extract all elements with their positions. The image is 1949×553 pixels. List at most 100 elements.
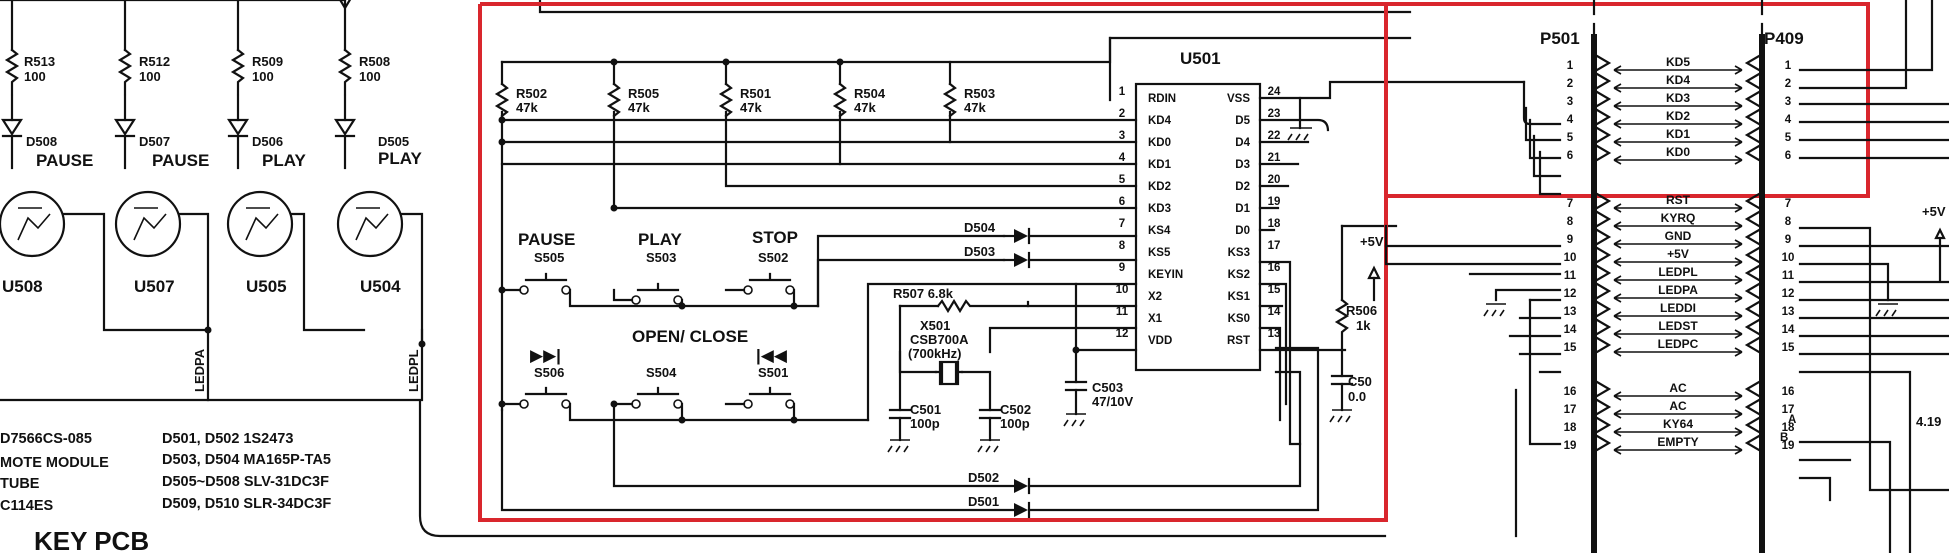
ic-pin-name: X2 <box>1148 291 1162 303</box>
led-diode-ref: D508 <box>26 134 57 149</box>
signal-label: KD0 <box>1666 145 1690 159</box>
signal-label: KD3 <box>1666 91 1690 105</box>
part-label: (700kHz) <box>908 346 961 361</box>
connector-contact <box>1744 228 1761 246</box>
connector-contact <box>1595 210 1612 228</box>
ic-pin-list: 1RDIN2KD43KD04KD15KD26KD37KS48KS59KEYIN1… <box>1116 86 1281 347</box>
note-line: D503, D504 MA165P-TA5 <box>162 452 331 468</box>
signal-label: KD4 <box>1666 73 1690 87</box>
ic-pin-name: D3 <box>1235 159 1250 171</box>
connector-contact <box>1595 72 1612 90</box>
connector-pin-number: 19 <box>1564 440 1577 452</box>
signal-arrow <box>1613 137 1743 147</box>
connector-pin-number: 15 <box>1564 342 1577 354</box>
connector-contact <box>1595 144 1612 162</box>
connector-pin-number: 3 <box>1567 96 1573 108</box>
ic-pin-number: 1 <box>1119 86 1126 98</box>
resistor-icon <box>494 82 958 118</box>
signal-arrow <box>1613 329 1743 339</box>
led-resistor-ref: R508 <box>359 54 390 69</box>
signal-arrow <box>1613 221 1743 231</box>
led-resistor-ref: R513 <box>24 54 55 69</box>
part-label: X501 <box>920 318 950 333</box>
connector-pin-number: 10 <box>1564 252 1577 264</box>
connector-name: P409 <box>1764 29 1804 48</box>
ic-pin-number: 22 <box>1268 130 1281 142</box>
ic-pin-number: 9 <box>1119 262 1125 274</box>
vfd-tube-ref: U508 <box>2 277 43 296</box>
signal-label: +5V <box>1667 247 1689 261</box>
connector-contact <box>1595 380 1612 398</box>
vfd-tube-ref: U507 <box>134 277 175 296</box>
connector-contact <box>1595 246 1612 264</box>
connector-pin-number: 14 <box>1782 324 1795 336</box>
led-diode-ref: D505 <box>378 134 409 149</box>
connector-contact <box>1744 282 1761 300</box>
ic-pin-name: KS0 <box>1228 313 1250 325</box>
ic-pin-number: 17 <box>1268 240 1281 252</box>
part-label: 100p <box>1000 416 1030 431</box>
ic-pin-name: D0 <box>1235 225 1250 237</box>
ic-pin-number: 3 <box>1119 130 1125 142</box>
part-label: C501 <box>910 402 941 417</box>
signal-label: AC <box>1669 399 1687 413</box>
ic-pin-name: KD0 <box>1148 137 1171 149</box>
switch-icon <box>519 272 795 409</box>
supply-label: +5V <box>1922 204 1946 219</box>
connector-contact <box>1595 300 1612 318</box>
ic-pin-name: D2 <box>1235 181 1250 193</box>
led-resistor-ref: R509 <box>252 54 283 69</box>
ic-u501-body <box>1134 82 1262 372</box>
ic-pin-name: RDIN <box>1148 93 1176 105</box>
ic-pin-number: 16 <box>1268 262 1281 274</box>
signal-arrow <box>1613 239 1743 249</box>
connector-pin-number: 4 <box>1567 114 1574 126</box>
connector-pin-number: 7 <box>1567 198 1573 210</box>
connector-contact <box>1744 264 1761 282</box>
led-resistor-value: 100 <box>359 69 381 84</box>
connector-contact <box>1595 416 1612 434</box>
ic-pin-number: 2 <box>1119 108 1125 120</box>
part-label: C50 <box>1348 374 1372 389</box>
signal-label: EMPTY <box>1657 435 1698 449</box>
pullup-value: 47k <box>854 100 876 115</box>
led-section: R513 100 R512 100 R509 100 R508 100 D508… <box>0 0 1387 553</box>
ic-pin-name: VSS <box>1227 93 1250 105</box>
vfd-tube-ref: U505 <box>246 277 287 296</box>
part-label: R506 <box>1346 303 1377 318</box>
key-matrix: R502 47k R505 47k R501 47k R504 47k R503… <box>494 0 1526 519</box>
led-resistor-value: 100 <box>139 69 161 84</box>
connector-pin-number: 1 <box>1785 60 1792 72</box>
ic-pin-number: 18 <box>1268 218 1281 230</box>
connector-pin-number: 5 <box>1567 132 1574 144</box>
connector-pin-number: 3 <box>1785 96 1791 108</box>
diode-ref: D503 <box>964 244 995 259</box>
pullup-ref: R503 <box>964 86 995 101</box>
ic-pin-name: KD3 <box>1148 203 1171 215</box>
switch-func-label: |◀◀ <box>756 346 788 365</box>
ic-pin-number: 7 <box>1119 218 1125 230</box>
connector-pin-number: 6 <box>1785 150 1791 162</box>
connector-pin-number: 14 <box>1564 324 1577 336</box>
signal-label: RST <box>1666 193 1691 207</box>
connector-pin-number: 9 <box>1567 234 1573 246</box>
ic-pin-name: D1 <box>1235 203 1250 215</box>
net-label-ledpa: LEDPA <box>192 348 207 392</box>
connector-pin-number: 8 <box>1567 216 1574 228</box>
ic-pin-name: KS1 <box>1228 291 1251 303</box>
pullup-value: 47k <box>964 100 986 115</box>
connector-contact <box>1595 336 1612 354</box>
connector-pin-number: 12 <box>1782 288 1795 300</box>
pullup-ref: R501 <box>740 86 771 101</box>
ic-pin-number: 10 <box>1116 284 1129 296</box>
diode-ref: D502 <box>968 470 999 485</box>
ic-pin-number: 21 <box>1268 152 1281 164</box>
ic-pin-number: 11 <box>1116 306 1129 318</box>
led-function-label: PAUSE <box>152 151 209 170</box>
connector-pin-number: 5 <box>1785 132 1792 144</box>
led-function-label: PLAY <box>378 149 422 168</box>
switch-ref: S506 <box>534 365 564 380</box>
connector-contact <box>1744 192 1761 210</box>
